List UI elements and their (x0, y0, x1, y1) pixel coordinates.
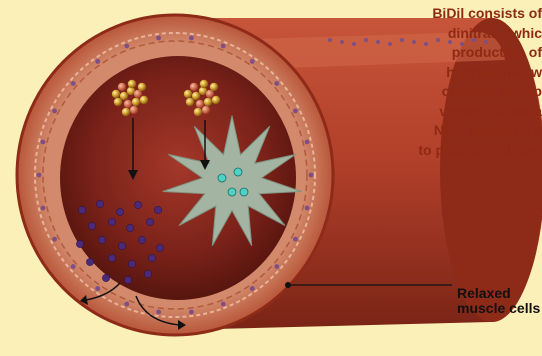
muscle-cell-dot (250, 59, 255, 64)
muscle-cell-dot (124, 302, 129, 307)
molecule-atom (192, 92, 200, 100)
muscle-cell-dot (37, 173, 42, 178)
purple-molecule-dot (118, 242, 125, 249)
muscle-cell-dot (221, 302, 226, 307)
muscle-cell-dot (95, 59, 100, 64)
muscle-cell-dot (71, 264, 76, 269)
molecule-atom (196, 100, 204, 108)
muscle-cell-dot (156, 310, 161, 315)
muscle-cells-label: Relaxed muscle cells (457, 286, 540, 316)
purple-molecule-dot (126, 224, 133, 231)
nitric-oxide-dot (228, 188, 236, 196)
molecule-atom (122, 108, 130, 116)
purple-molecule-dot (124, 276, 131, 283)
molecule-atom (114, 98, 122, 106)
muscle-cell-dot (293, 108, 298, 113)
molecule-atom (202, 106, 210, 114)
muscle-cell-dot (305, 140, 310, 145)
muscle-cell-dot (340, 40, 344, 44)
purple-molecule-dot (76, 240, 83, 247)
molecule-atom (210, 83, 218, 91)
muscle-cell-dot (52, 237, 57, 242)
molecule-atom (118, 83, 126, 91)
purple-molecule-dot (128, 260, 135, 267)
purple-molecule-dot (96, 200, 103, 207)
caption-line: creation of sup (362, 82, 542, 102)
molecule-atom (132, 98, 140, 106)
muscle-cell-dot (52, 108, 57, 113)
molecule-atom (138, 83, 146, 91)
molecule-atom (128, 80, 136, 88)
muscle-cell-dot (352, 42, 356, 46)
caption-line: dinitrate, whic (362, 24, 542, 44)
purple-molecule-dot (78, 206, 85, 213)
purple-molecule-dot (156, 244, 163, 251)
caption-text: BiDil consists of dinitrate, whic produc… (362, 4, 542, 160)
molecule-atom (120, 92, 128, 100)
muscle-cell-dot (95, 286, 100, 291)
caption-line: vessels dilate a (362, 102, 542, 122)
purple-molecule-dot (86, 258, 93, 265)
purple-molecule-dot (108, 218, 115, 225)
molecule-atom (194, 108, 202, 116)
molecule-atom (200, 80, 208, 88)
muscle-cell-dot (189, 36, 194, 41)
purple-molecule-dot (144, 270, 151, 277)
caption-line: to push blood thro (362, 141, 542, 161)
nitric-oxide-dot (218, 174, 226, 182)
molecule-atom (112, 90, 120, 98)
muscle-label-line-2: muscle cells (457, 301, 540, 316)
purple-molecule-dot (148, 254, 155, 261)
molecule-atom (212, 96, 220, 104)
purple-molecule-dot (146, 218, 153, 225)
purple-molecule-dot (102, 274, 109, 281)
muscle-cell-dot (293, 237, 298, 242)
caption-line: NO₂, making it e (362, 121, 542, 141)
muscle-cell-dot (274, 264, 279, 269)
muscle-cell-dot (305, 206, 310, 211)
muscle-cell-dot (309, 173, 314, 178)
muscle-cell-dot (124, 44, 129, 49)
molecule-atom (204, 98, 212, 106)
molecule-atom (140, 96, 148, 104)
muscle-cell-dot (328, 38, 332, 42)
muscle-label-line-1: Relaxed (457, 286, 540, 301)
molecule-atom (124, 100, 132, 108)
muscle-cell-dot (71, 81, 76, 86)
purple-molecule-dot (154, 206, 161, 213)
purple-molecule-dot (134, 201, 141, 208)
molecule-atom (190, 83, 198, 91)
caption-line: BiDil consists of (362, 4, 542, 24)
nitric-oxide-dot (240, 188, 248, 196)
nitric-oxide-dot (234, 168, 242, 176)
molecule-atom (130, 106, 138, 114)
purple-molecule-dot (88, 222, 95, 229)
caption-line: hydralazine, w (362, 63, 542, 83)
molecule-atom (184, 90, 192, 98)
muscle-cell-dot (41, 140, 46, 145)
muscle-cell-dot (250, 286, 255, 291)
muscle-cell-dot (189, 310, 194, 315)
purple-molecule-dot (138, 236, 145, 243)
caption-line: production of (362, 43, 542, 63)
molecule-atom (186, 98, 194, 106)
purple-molecule-dot (108, 254, 115, 261)
muscle-cell-dot (41, 206, 46, 211)
purple-molecule-dot (98, 236, 105, 243)
purple-molecule-dot (116, 208, 123, 215)
muscle-cell-dot (274, 81, 279, 86)
muscle-cell-dot (221, 44, 226, 49)
muscle-cell-dot (156, 36, 161, 41)
